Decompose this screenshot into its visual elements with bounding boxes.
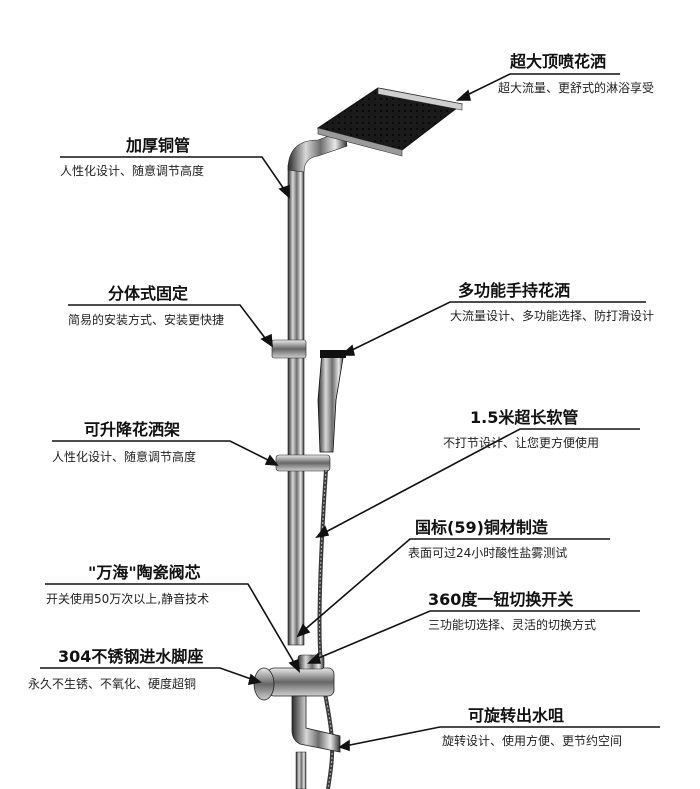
feature-desc-base: 永久不生锈、不氧化、硬度超铜 [28,677,197,691]
feature-desc-copper-material: 表面可过24小时酸性盐雾测试 [408,546,568,560]
feature-title-hose: 1.5米超长软管 [470,408,579,427]
feature-desc-valve: 开关使用50万次以上,静音技术 [46,592,210,606]
feature-title-handheld: 多功能手持花洒 [458,281,571,300]
mixer-body [267,667,335,697]
feature-title-valve: "万海"陶瓷阀芯 [88,563,201,582]
feature-title-top-shower: 超大顶喷花洒 [510,52,607,71]
hand-shower [317,351,345,453]
feature-title-spout: 可旋转出水咀 [468,706,565,725]
feature-desc-top-shower: 超大流量、更舒式的淋浴享受 [498,81,655,95]
main-pipe [287,164,305,646]
spout [291,695,341,753]
leader-lines [40,73,660,752]
feature-desc-split-fix: 简易的安装方式、安装更快捷 [68,313,225,327]
feature-title-copper-pipe: 加厚铜管 [126,136,191,155]
feature-desc-copper-pipe: 人性化设计、随意调节高度 [60,164,205,178]
feature-title-lift-rack: 可升降花洒架 [84,420,181,439]
feature-title-switch: 360度一钮切换开关 [428,590,574,609]
pipe-bend [287,129,348,173]
feature-title-copper-material: 国标(59)铜材制造 [415,518,548,537]
feature-desc-handheld: 大流量设计、多功能选择、防打滑设计 [450,309,655,323]
feature-title-split-fix: 分体式固定 [108,284,189,303]
feature-desc-spout: 旋转设计、使用方便、更节约空间 [442,734,623,748]
feature-desc-hose: 不打节设计、让您更方便使用 [443,436,600,450]
feature-desc-switch: 三功能切选择、灵活的切换方式 [428,618,597,632]
feature-title-base: 304不锈钢进水脚座 [58,647,204,666]
slide-bracket [275,454,331,472]
feature-desc-lift-rack: 人性化设计、随意调节高度 [52,450,197,464]
wall-bracket [271,339,307,359]
wall-base [253,667,275,701]
